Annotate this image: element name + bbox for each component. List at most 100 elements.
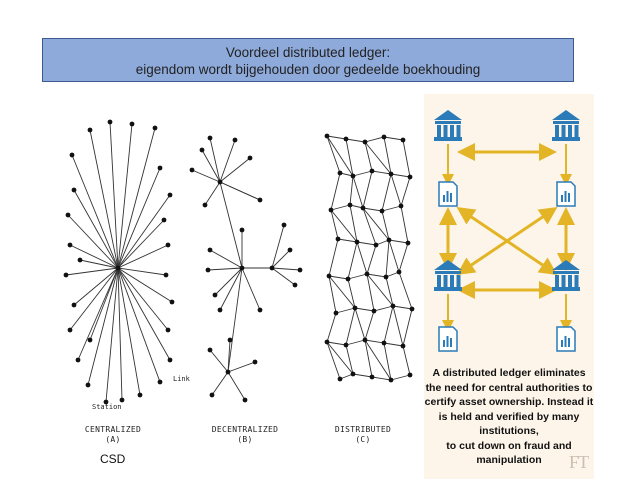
- network-station: [129, 121, 135, 127]
- decentralized-label: DECENTRALIZED (B): [195, 425, 295, 445]
- network-station: [409, 306, 415, 312]
- network-station: [379, 208, 385, 214]
- network-link: [345, 138, 354, 177]
- network-link: [117, 267, 167, 276]
- network-station: [167, 192, 173, 198]
- network-link: [271, 267, 301, 271]
- decentralized-network: [189, 135, 303, 403]
- network-link: [65, 267, 119, 276]
- network-station: [242, 397, 248, 403]
- network-link: [356, 241, 368, 275]
- network-station: [328, 207, 334, 213]
- network-link: [366, 244, 377, 275]
- network-link: [364, 339, 392, 381]
- network-link: [117, 267, 173, 303]
- decentralized-letter: (B): [237, 435, 253, 444]
- network-link: [79, 259, 119, 269]
- network-link: [373, 305, 394, 312]
- bank-icon: [552, 110, 580, 141]
- network-link: [219, 157, 251, 183]
- network-link: [77, 267, 119, 361]
- network-station: [157, 379, 163, 385]
- network-link: [117, 167, 161, 269]
- network-link: [326, 135, 341, 174]
- network-link: [381, 205, 402, 212]
- network-link: [326, 312, 337, 343]
- network-link: [364, 141, 392, 175]
- bank-icon: [434, 260, 462, 291]
- decentralized-name: DECENTRALIZED: [211, 425, 279, 434]
- centralized-label: CENTRALIZED (A): [68, 425, 158, 445]
- network-station: [369, 168, 375, 174]
- network-station: [345, 276, 351, 282]
- network-link: [73, 267, 119, 306]
- network-link: [345, 344, 354, 375]
- network-link: [241, 267, 261, 311]
- ft-ledger-diagram: [434, 110, 580, 352]
- network-link: [385, 239, 390, 278]
- network-link: [326, 341, 354, 375]
- network-link: [402, 345, 411, 376]
- network-link: [227, 339, 231, 373]
- network-station: [292, 282, 298, 288]
- network-link: [371, 170, 392, 175]
- network-station: [350, 371, 356, 377]
- distributed-label: DISTRIBUTED (C): [318, 425, 408, 445]
- network-link: [392, 305, 404, 347]
- network-link: [117, 267, 161, 383]
- network-link: [347, 273, 368, 280]
- network-station: [333, 310, 339, 316]
- network-link: [398, 271, 413, 310]
- network-link: [328, 275, 349, 280]
- network-station: [257, 197, 263, 203]
- network-station: [350, 173, 356, 179]
- network-station: [381, 134, 387, 140]
- network-station: [217, 307, 223, 313]
- network-link: [87, 267, 119, 386]
- network-station: [343, 136, 349, 142]
- network-station: [63, 272, 69, 278]
- network-station: [398, 203, 404, 209]
- network-station: [107, 119, 113, 125]
- network-link: [326, 135, 347, 140]
- ft-ledger-graphic: A distributed ledger eliminates the need…: [424, 94, 594, 479]
- network-station: [85, 382, 91, 388]
- ledger-document-icon: [438, 181, 458, 207]
- network-link: [209, 349, 229, 373]
- network-link: [328, 275, 337, 314]
- network-station: [189, 167, 195, 173]
- ft-caption-line-4: is held and verified by many institution…: [438, 410, 580, 438]
- network-link: [362, 207, 377, 246]
- network-link: [345, 339, 366, 346]
- network-link: [117, 267, 171, 361]
- distributed-letter: (C): [355, 435, 371, 444]
- network-station: [400, 343, 406, 349]
- network-link: [219, 181, 243, 269]
- csd-label: CSD: [100, 452, 126, 466]
- network-link: [356, 241, 377, 246]
- network-station: [364, 271, 370, 277]
- network-station: [386, 237, 392, 243]
- network-link: [354, 307, 366, 341]
- network-link: [219, 181, 261, 201]
- network-link: [191, 169, 221, 183]
- network-link: [371, 376, 392, 381]
- network-link: [362, 207, 383, 212]
- network-station: [360, 205, 366, 211]
- network-link: [383, 305, 394, 344]
- network-link: [366, 273, 394, 307]
- network-link: [330, 209, 358, 243]
- network-link: [364, 141, 373, 172]
- network-link: [347, 278, 356, 309]
- network-link: [271, 224, 285, 269]
- network-link: [366, 273, 387, 278]
- ft-caption-line-3: certify asset ownership. Instead it: [424, 396, 594, 408]
- centralized-network: [63, 119, 175, 405]
- network-link: [209, 137, 221, 183]
- network-link: [71, 154, 119, 269]
- network-link: [335, 307, 356, 314]
- network-link: [219, 267, 243, 311]
- network-link: [390, 173, 411, 178]
- network-link: [211, 371, 229, 396]
- network-station: [207, 347, 213, 353]
